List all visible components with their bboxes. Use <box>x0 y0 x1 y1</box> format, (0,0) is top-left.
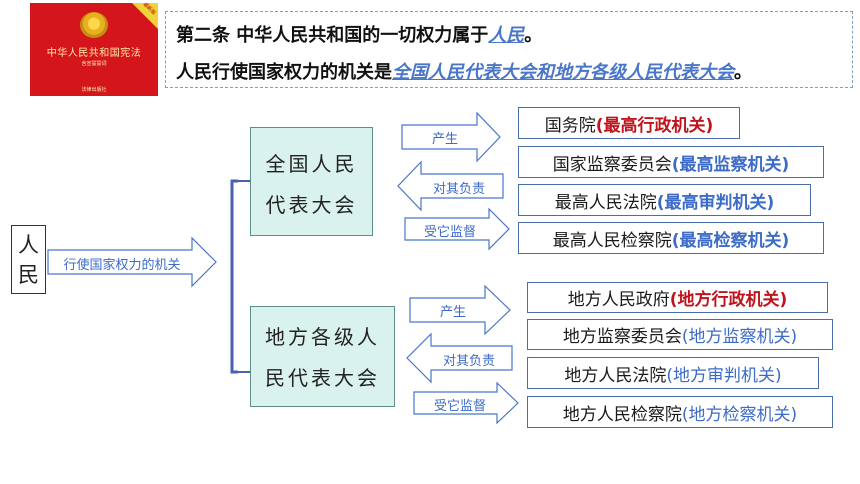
npc-produce-arrow-shape <box>401 111 501 163</box>
local-congress-box: 地方各级人 民代表大会 <box>250 306 395 407</box>
organ-name: 地方人民法院 <box>564 365 667 386</box>
people-box: 人 民 <box>11 225 46 294</box>
line1-prefix: 第二条 中华人民共和国的一切权力属于 <box>176 25 489 46</box>
local-responsible-arrow-shape <box>406 332 513 384</box>
organ-role: (地方检察机关) <box>681 404 798 425</box>
npc-line-1: 全国人民 <box>265 152 358 176</box>
people-char-2: 民 <box>18 262 39 287</box>
organ-box-local-government: 地方人民政府(地方行政机关) <box>527 282 828 313</box>
article-quote-box: 第二条 中华人民共和国的一切权力属于人民。 人民行使国家权力的机关是全国人民代表… <box>165 11 853 88</box>
local-produce-label: 产生 <box>439 305 466 320</box>
local-supervised-arrow-shape <box>413 381 519 425</box>
line2-suffix: 。 <box>734 62 752 83</box>
organ-box-local-supervisory: 地方监察委员会(地方监察机关) <box>527 319 833 350</box>
organ-name: 最高人民检察院 <box>552 230 672 251</box>
book-publisher: 法律出版社 <box>81 87 107 93</box>
organ-role: (最高行政机关) <box>595 115 714 136</box>
organ-box-local-procuratorate: 地方人民检察院(地方检察机关) <box>527 396 833 428</box>
article-line-2: 人民行使国家权力的机关是全国人民代表大会和地方各级人民代表大会。 <box>176 58 752 84</box>
npc-responsible-label: 对其负责 <box>432 182 485 197</box>
organ-box-supreme-procuratorate: 最高人民检察院(最高检察机关) <box>518 222 824 254</box>
npc-line-2: 代表大会 <box>265 193 358 217</box>
organ-role: (最高监察机关) <box>671 154 790 175</box>
organ-name: 地方人民检察院 <box>562 404 682 425</box>
npc-supervised-arrow-shape <box>404 207 510 251</box>
organ-name: 国家监察委员会 <box>552 154 672 175</box>
book-subtitle: 含宣誓誓词 <box>81 61 107 67</box>
local-produce-arrow-shape <box>409 284 511 336</box>
npc-produce-label: 产生 <box>431 132 458 147</box>
organ-box-local-court: 地方人民法院(地方审判机关) <box>527 357 819 389</box>
book-title: 中华人民共和国宪法 <box>46 48 142 59</box>
national-emblem-icon <box>80 12 108 38</box>
local-responsible-label: 对其负责 <box>442 354 495 369</box>
organ-role: (地方审判机关) <box>666 365 782 386</box>
line1-suffix: 。 <box>524 25 543 46</box>
organ-role: (最高检察机关) <box>671 230 790 251</box>
article-line-1: 第二条 中华人民共和国的一切权力属于人民。 <box>176 21 542 47</box>
npc-responsible-arrow-shape <box>397 160 504 212</box>
main-arrow-label: 行使国家权力的机关 <box>63 258 181 273</box>
local-line-2: 民代表大会 <box>265 366 380 390</box>
organ-role: (最高审判机关) <box>656 192 775 213</box>
main-arrow-shape <box>47 236 217 288</box>
npc-supervised-label: 受它监督 <box>423 225 476 240</box>
organ-role: (地方监察机关) <box>681 327 798 347</box>
local-line-1: 地方各级人 <box>265 325 380 349</box>
book-corner-tag <box>132 3 158 29</box>
organ-box-state-council: 国务院(最高行政机关) <box>518 107 740 139</box>
local-supervised-label: 受它监督 <box>433 399 486 414</box>
bracket-line <box>230 179 238 374</box>
organ-role: (地方行政机关) <box>669 290 788 310</box>
npc-box: 全国人民 代表大会 <box>250 127 373 236</box>
constitution-book-cover: 最新版 中华人民共和国宪法 含宣誓誓词 法律出版社 <box>30 3 158 96</box>
organ-box-supervisory-commission: 国家监察委员会(最高监察机关) <box>518 146 824 178</box>
line2-prefix: 人民行使国家权力的机关是 <box>176 62 392 83</box>
organ-name: 地方人民政府 <box>567 290 670 310</box>
organ-name: 地方监察委员会 <box>562 327 682 347</box>
line2-highlight: 全国人民代表大会和地方各级人民代表大会 <box>392 62 734 83</box>
people-char-1: 人 <box>18 232 39 257</box>
organ-name: 国务院 <box>544 115 596 136</box>
organ-name: 最高人民法院 <box>554 192 657 213</box>
line1-highlight: 人民 <box>488 25 525 46</box>
organ-box-supreme-court: 最高人民法院(最高审判机关) <box>518 184 811 216</box>
